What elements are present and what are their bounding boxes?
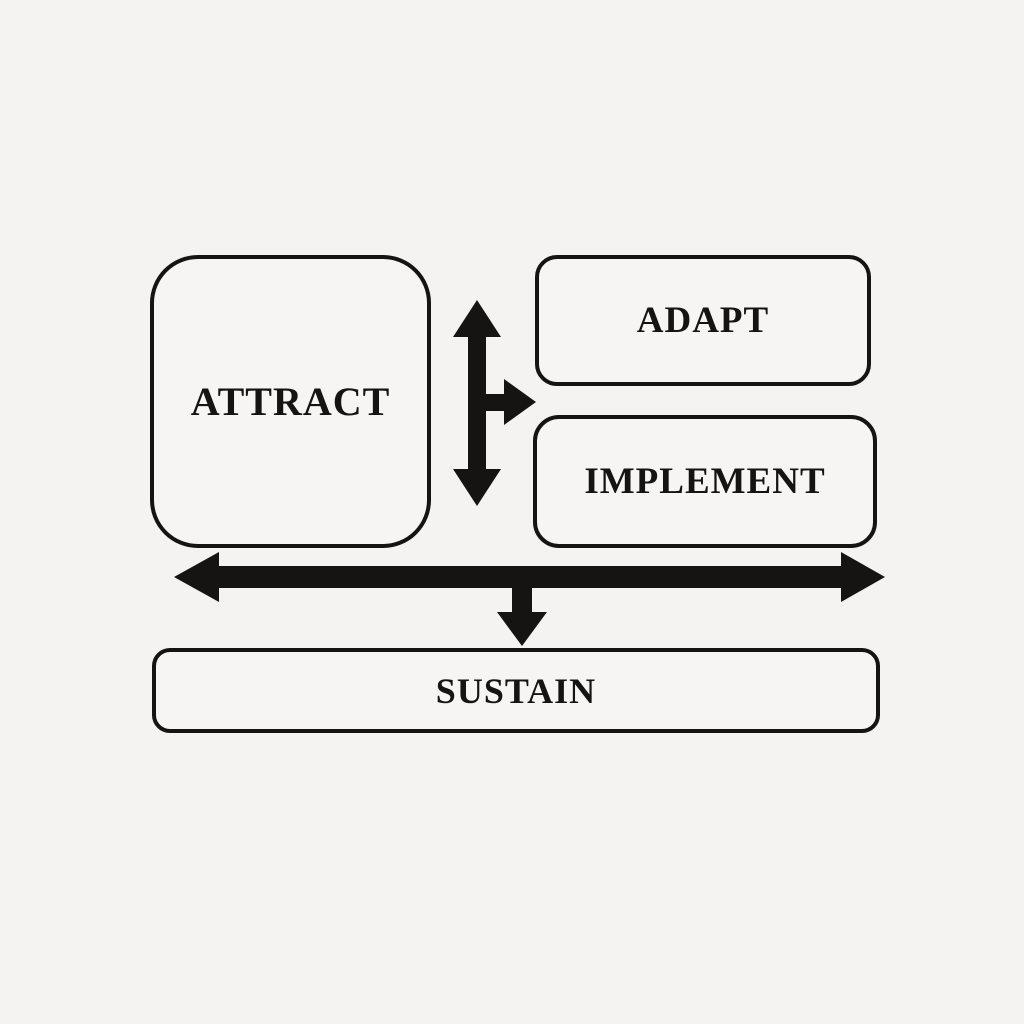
vertical-double-arrow-icon (453, 300, 536, 506)
horizontal-double-arrow-icon (174, 552, 885, 646)
node-implement-label: IMPLEMENT (584, 461, 826, 502)
node-adapt-label: ADAPT (636, 300, 770, 341)
node-attract: ATTRACT (150, 255, 431, 548)
node-sustain: SUSTAIN (152, 648, 880, 733)
node-adapt: ADAPT (535, 255, 871, 386)
node-sustain-label: SUSTAIN (435, 670, 597, 711)
node-attract-label: ATTRACT (190, 379, 391, 424)
node-implement: IMPLEMENT (533, 415, 877, 548)
